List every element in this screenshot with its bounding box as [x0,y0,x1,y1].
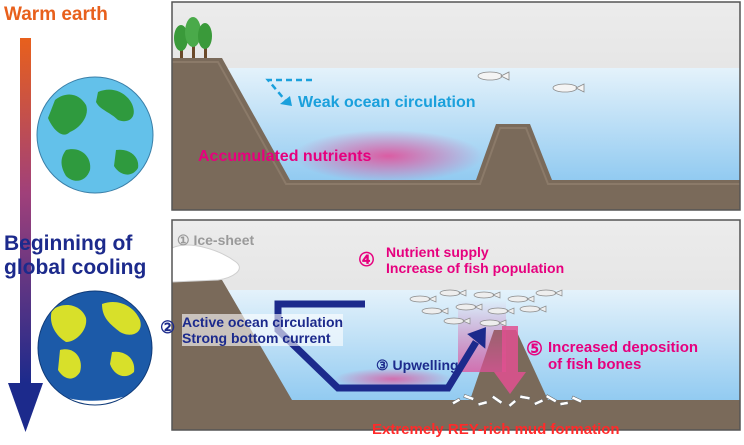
nutrient-supply-line2: Increase of fish population [386,260,565,277]
fish-bone-debris [451,394,583,408]
nutrient-supply-label: Nutrient supply Increase of fish populat… [386,244,564,276]
trees [174,17,212,58]
warm-earth-globe [36,76,154,194]
upwelling-label: ③ Upwelling [376,357,459,373]
nutrient-supply-num: ④ [358,250,376,271]
active-circulation-line2: Strong bottom current [182,330,331,347]
cold-earth-globe [37,290,153,406]
global-cooling-title: Beginning of global cooling [4,232,146,280]
nutrient-supply-line1: Nutrient supply [386,244,489,260]
deposition-line2: of fish bones [548,356,642,374]
weak-circulation-arrow [265,78,312,106]
warm-earth-title: Warm earth [4,4,108,25]
active-circulation-label: Active ocean circulation Strong bottom c… [182,314,344,347]
deposition-label: Increased deposition of fish bones [548,339,698,374]
ice-sheet-label: ① Ice-sheet [177,232,254,248]
upwelling-num: ③ [376,357,389,373]
global-cooling-title-line1: Beginning of [4,232,133,255]
temperature-arrow [8,38,43,432]
upwelling-text: Upwelling [392,357,459,373]
active-circulation-line1: Active ocean circulation [182,314,344,330]
ice-sheet-num: ① [177,232,190,248]
fish-bone-deposition-arrow [494,326,526,394]
global-cooling-title-line2: global cooling [4,256,147,280]
weak-circulation-label: Weak ocean circulation [298,94,476,111]
fish-school [409,289,563,327]
accumulated-nutrients-label: Accumulated nutrients [198,148,372,165]
ice-sheet-text: Ice-sheet [193,232,255,248]
rey-mud-label: Extremely REY-rich mud formation [372,421,620,438]
deposition-line1: Increased deposition [548,339,699,356]
active-circulation-num: ② [160,318,176,337]
strong-circulation-arrow [274,300,486,392]
top-panel [171,1,741,211]
fish-top [477,71,585,93]
deposition-num: ⑤ [526,339,544,360]
